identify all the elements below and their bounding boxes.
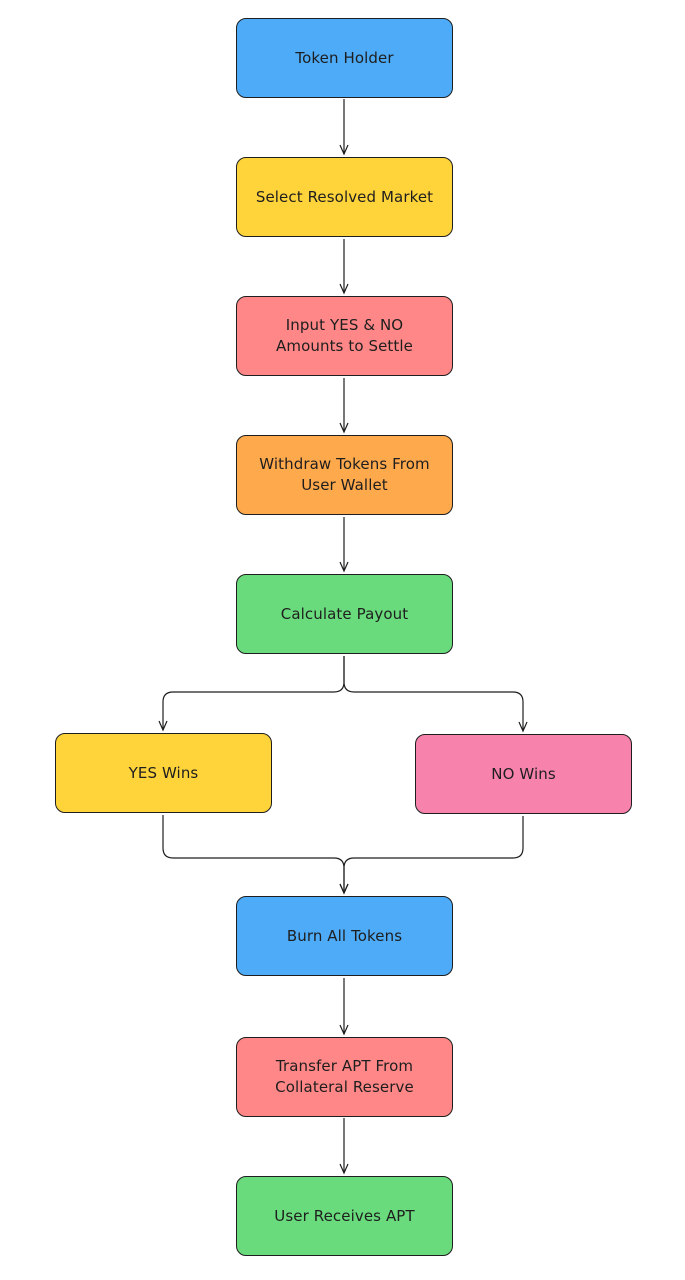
arrow-calculate-payout-to-no-wins [343,656,528,733]
node-user-receives-apt-label: User Receives APT [274,1206,415,1225]
node-no-wins-label: NO Wins [491,764,556,783]
node-no-wins: NO Wins [415,734,632,814]
node-calculate-payout-label: Calculate Payout [280,604,409,623]
node-token-holder-label: Token Holder [295,48,394,67]
node-transfer-apt-label: Transfer APT From Collateral Reserve [275,1057,414,1096]
arrow-no-wins-to-burn-tokens [339,816,524,895]
node-burn-all-tokens-label: Burn All Tokens [286,926,403,945]
node-select-resolved-market-label: Select Resolved Market [255,187,434,206]
node-withdraw-tokens: Withdraw Tokens From User Wallet [236,435,453,515]
node-user-receives-apt: User Receives APT [236,1176,453,1256]
node-token-holder: Token Holder [236,18,453,98]
arrow-yes-wins-to-burn-tokens [162,815,349,895]
node-yes-wins-label: YES Wins [128,763,199,782]
node-calculate-payout: Calculate Payout [236,574,453,654]
node-input-amounts-label: Input YES & NO Amounts to Settle [276,316,413,355]
node-input-amounts: Input YES & NO Amounts to Settle [236,296,453,376]
node-transfer-apt: Transfer APT From Collateral Reserve [236,1037,453,1117]
node-withdraw-tokens-label: Withdraw Tokens From User Wallet [259,455,430,494]
node-select-resolved-market: Select Resolved Market [236,157,453,237]
arrow-calculate-payout-to-yes-wins [158,656,345,732]
node-burn-all-tokens: Burn All Tokens [236,896,453,976]
node-yes-wins: YES Wins [55,733,272,813]
